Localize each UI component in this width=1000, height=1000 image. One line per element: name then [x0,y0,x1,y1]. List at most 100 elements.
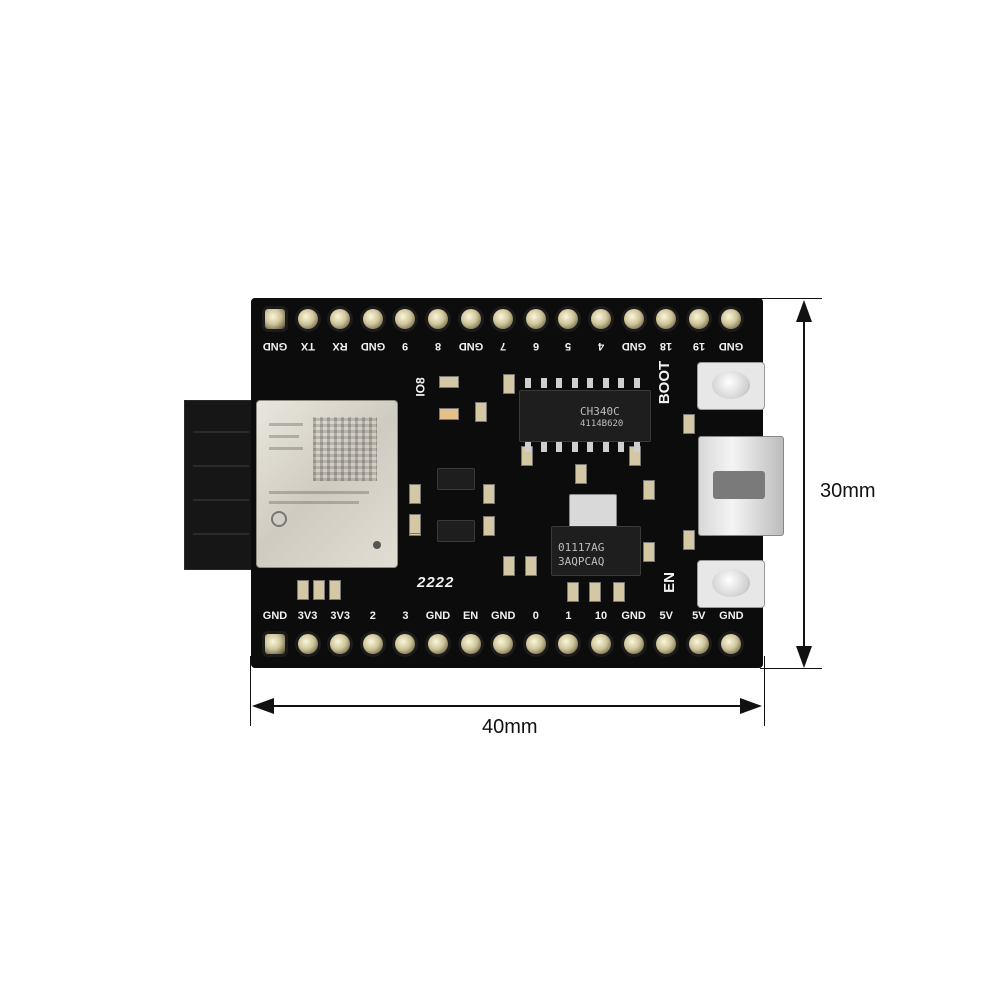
width-arrow-right-icon [740,698,762,714]
width-right-extension [764,656,765,726]
regulator-batch: 3AQPCAQ [558,555,605,568]
bottom-pin [721,634,742,654]
chip-leg [525,378,531,388]
bottom-pin [362,634,383,654]
resistor [439,376,459,388]
bottom-pin [297,634,318,654]
chip-leg [633,378,640,388]
bottom-pin-label: 2 [369,610,376,622]
transistor [437,468,475,490]
usb-slot[interactable] [713,471,765,499]
top-pin-label: GND [621,340,646,352]
micro-usb-port[interactable] [698,436,784,536]
bottom-pin [493,634,514,654]
en-button-cap[interactable] [712,569,750,597]
resistor [313,580,325,600]
top-pin-label: 5 [565,340,572,352]
top-pin-header [261,307,753,333]
chip-leg [556,442,562,452]
top-pin [493,309,514,329]
height-dimension-label: 30mm [820,480,876,502]
bottom-pin-label: GND [719,610,744,622]
top-pin-label: TX [300,340,315,352]
height-bottom-extension [760,668,822,669]
module-qr-code [313,417,377,481]
bottom-pin-label: 10 [594,610,608,622]
en-button[interactable] [697,560,765,608]
top-pin-label: 18 [660,340,673,352]
height-top-extension [760,298,822,299]
top-pin [623,309,644,329]
capacitor [475,402,487,422]
capacitor [503,556,515,576]
capacitor [683,530,695,550]
resistor [483,484,495,504]
top-pin [428,309,448,329]
regulator-label: 01117AG [558,541,605,554]
top-pin [525,309,546,329]
resistor [409,484,421,504]
width-arrow-left-icon [252,698,274,714]
usb-serial-chip-batch: 4114B620 [580,419,624,429]
capacitor [643,542,655,562]
bottom-pin [330,634,351,654]
bottom-pin [460,634,481,654]
capacitor [503,374,515,394]
top-pin-label: GND [262,340,288,352]
top-pin-label: 19 [692,340,705,352]
chip-leg [540,442,547,452]
top-pin-label: 6 [532,340,539,352]
top-pin [297,309,318,329]
chip-leg [571,442,578,452]
top-pin [721,309,742,329]
chip-leg [587,442,593,452]
chip-leg [602,442,609,452]
bottom-pin-label: 5V [659,610,673,622]
chip-leg [602,378,609,388]
bottom-pin [591,634,611,654]
width-left-extension [250,656,251,726]
chip-leg [633,442,640,452]
bottom-pin [428,634,448,654]
capacitor [683,414,695,434]
bottom-pin-label: 3V3 [297,610,318,622]
width-dimension-line [258,705,756,707]
resistor [483,516,495,536]
voltage-regulator: 01117AG 3AQPCAQ [551,526,641,576]
capacitor [643,480,655,500]
top-pin [362,309,383,329]
bottom-pin-header [261,632,753,658]
top-pin-label: 4 [597,340,605,352]
bottom-pin-label: GND [621,610,646,622]
io8-label: IO8 [413,377,428,397]
top-pin-label: GND [458,340,483,352]
en-label: EN [660,572,678,593]
top-pin-label: GND [719,340,744,352]
resistor [297,580,309,600]
bottom-pin-label: 5V [692,610,706,622]
resistor [567,582,579,602]
top-pin [656,309,677,329]
usb-serial-chip: CH340C 4114B620 [519,390,651,442]
chip-leg [556,378,562,388]
bottom-pin [265,634,285,654]
bottom-pin [688,634,709,654]
bottom-pin-label: 1 [565,610,572,622]
boot-button-cap[interactable] [712,371,750,399]
wireless-module-shield [256,400,398,568]
top-pin-label: 8 [434,340,442,352]
bottom-pin [395,634,416,654]
height-arrow-down-icon [796,646,812,668]
module-dot [373,541,381,549]
resistor [329,580,341,600]
boot-button[interactable] [697,362,765,410]
boot-label: BOOT [656,360,674,405]
bottom-pin-label: GND [490,610,516,622]
ce-mark-icon [271,511,287,527]
io8-led [439,408,459,420]
height-arrow-up-icon [796,300,812,322]
top-pin [558,309,579,329]
top-pin [265,309,285,329]
